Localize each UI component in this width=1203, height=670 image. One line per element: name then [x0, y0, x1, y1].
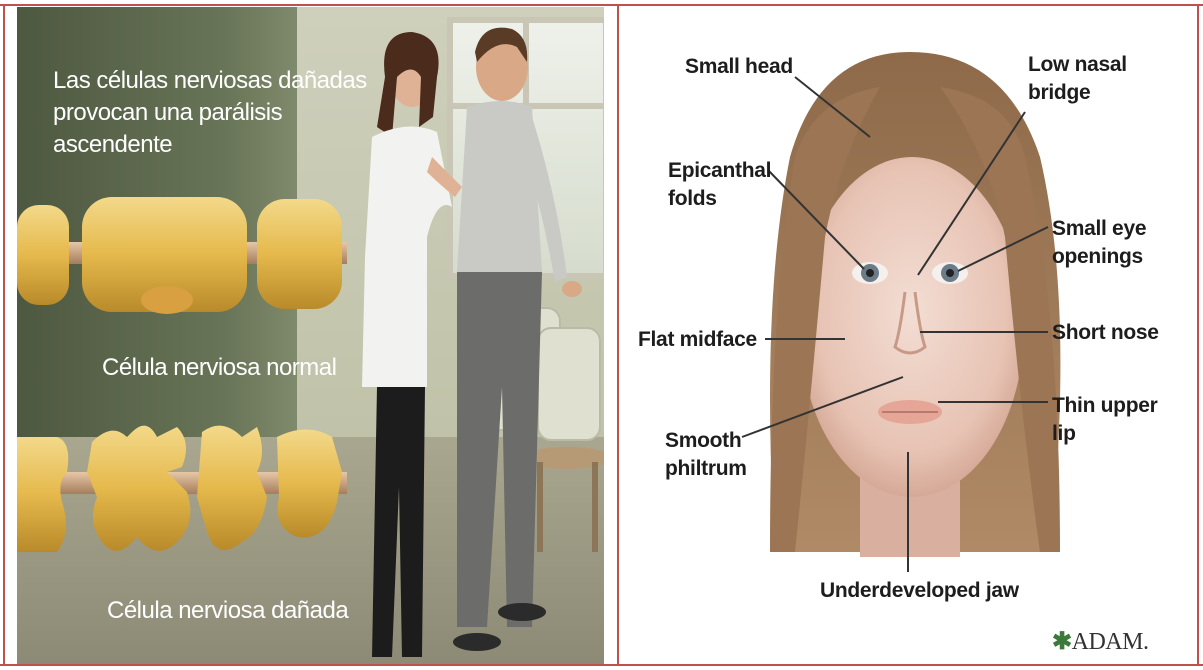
label-epicanthal-folds: Epicanthal folds [668, 157, 771, 213]
damaged-nerve-label: Célula nerviosa dañada [107, 595, 348, 627]
label-philtrum-line2: philtrum [665, 455, 747, 483]
adam-logo-icon: ✱ [1052, 629, 1072, 655]
table-border-bottom [0, 664, 1203, 666]
label-short-nose: Short nose [1052, 319, 1159, 347]
facial-features-panel: Small head Low nasal bridge Epicanthal f… [620, 7, 1197, 664]
label-thin-lip-line1: Thin upper [1052, 392, 1158, 420]
label-thin-lip-line2: lip [1052, 420, 1158, 448]
label-small-head: Small head [685, 53, 793, 81]
table-border-right [1197, 4, 1199, 666]
label-small-eye-line2: openings [1052, 243, 1146, 271]
label-flat-midface: Flat midface [638, 326, 757, 354]
label-low-nasal-line1: Low nasal [1028, 51, 1127, 79]
adam-logo-text: ADAM. [1072, 629, 1149, 655]
table-border-middle [617, 4, 619, 666]
label-thin-upper-lip: Thin upper lip [1052, 392, 1158, 448]
label-epicanthal-line1: Epicanthal [668, 157, 771, 185]
label-philtrum-line1: Smooth [665, 427, 747, 455]
title-line-1: Las células nerviosas dañadas [53, 65, 393, 97]
title-line-2: provocan una parálisis ascendente [53, 97, 393, 161]
label-epicanthal-line2: folds [668, 185, 771, 213]
label-small-eye-openings: Small eye openings [1052, 215, 1146, 271]
normal-nerve-cell [17, 187, 347, 327]
table-border-left [3, 4, 5, 666]
label-low-nasal-bridge: Low nasal bridge [1028, 51, 1127, 107]
table-border-top [0, 4, 1203, 6]
damaged-nerve-cell [17, 412, 347, 592]
nerve-illustration-panel: Las células nerviosas dañadas provocan u… [17, 7, 604, 664]
adam-logo: ✱ADAM. [1052, 627, 1148, 656]
nerve-illustration-title: Las células nerviosas dañadas provocan u… [53, 65, 393, 161]
label-smooth-philtrum: Smooth philtrum [665, 427, 747, 483]
normal-nerve-label: Célula nerviosa normal [102, 352, 336, 384]
label-underdeveloped-jaw: Underdeveloped jaw [820, 577, 1019, 605]
label-low-nasal-line2: bridge [1028, 79, 1127, 107]
label-small-eye-line1: Small eye [1052, 215, 1146, 243]
